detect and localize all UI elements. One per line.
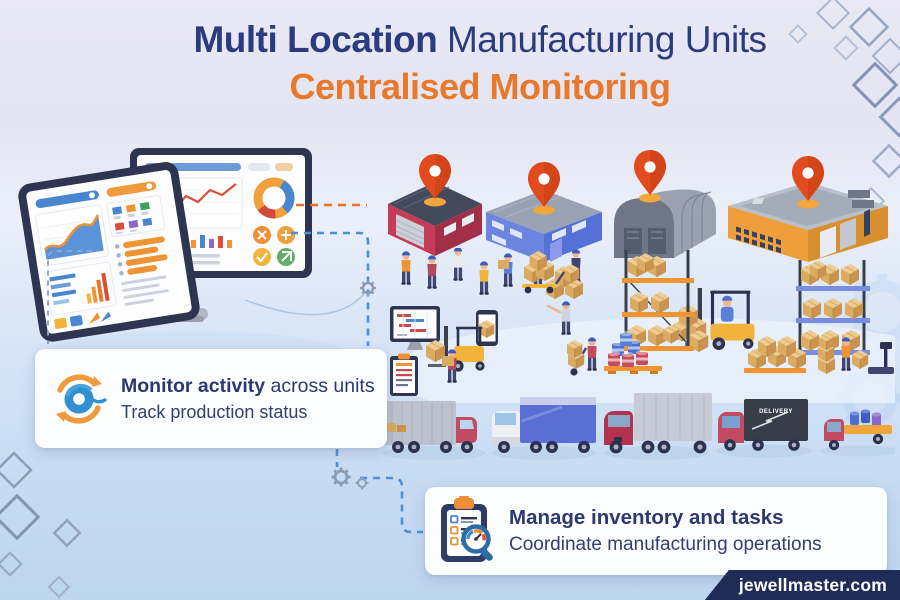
worker xyxy=(427,255,437,289)
forklift-with-driver xyxy=(671,288,755,353)
warehouse-blue xyxy=(486,162,602,262)
worker xyxy=(479,261,489,295)
truck-label: DELIVERY xyxy=(759,409,793,415)
callout-manage-card: Manage inventory and tasks Coordinate ma… xyxy=(425,487,887,575)
smartphone-illustration xyxy=(476,310,498,346)
heading-emphasis: Monitor activity xyxy=(121,374,266,397)
truck-container-blue xyxy=(492,397,596,460)
carried-box xyxy=(442,356,454,366)
title-rest: Manufacturing Units xyxy=(437,19,767,60)
trucks-row: DELIVERY xyxy=(380,393,895,460)
worker xyxy=(503,253,513,287)
tablet-dashboard xyxy=(18,162,200,342)
callout-monitor-heading: Monitor activity across units xyxy=(121,373,375,399)
window-grid xyxy=(736,226,781,254)
boxes-on-pallet xyxy=(744,335,807,373)
orange-list xyxy=(115,236,168,276)
page-title: Multi Location Manufacturing Units xyxy=(60,19,900,61)
worker xyxy=(401,251,411,285)
location-pin xyxy=(634,150,666,195)
blue-dashed-connector-bottom2 xyxy=(360,476,423,534)
sync-monitor-icon xyxy=(56,373,107,424)
worker-handtruck xyxy=(566,337,597,376)
callout-monitor-card: Monitor activity across units Track prod… xyxy=(35,349,387,448)
gantt-monitor xyxy=(390,306,440,350)
icon-grid xyxy=(112,202,153,235)
barrel-cluster xyxy=(604,330,662,374)
carried-box xyxy=(498,260,509,269)
page-subtitle: Centralised Monitoring xyxy=(289,65,671,107)
pointing-arm xyxy=(546,304,562,314)
header: Multi Location Manufacturing Units Centr… xyxy=(60,19,900,108)
clipboard-magnifier-icon xyxy=(441,496,493,562)
kpi-icons xyxy=(253,226,295,266)
truck-flatbed-orange xyxy=(820,409,895,457)
worker-supervisor xyxy=(453,248,463,281)
pallet-jack xyxy=(522,250,565,294)
pallet-rack-orange xyxy=(622,250,694,351)
donut-chart xyxy=(253,177,295,219)
callout-manage-heading: Manage inventory and tasks xyxy=(509,505,784,529)
cog-icon xyxy=(355,476,369,490)
factories-row xyxy=(388,150,888,262)
flatbed-barrels xyxy=(850,409,881,426)
heading-rest: across units xyxy=(265,374,375,397)
cog-icon xyxy=(331,467,351,487)
website-url: jewellmaster.com xyxy=(738,574,887,595)
truck-container-light xyxy=(604,393,712,460)
decor-diamonds-bottom-left xyxy=(0,451,82,599)
hangar-gray xyxy=(614,150,716,258)
magnifier-gauge xyxy=(461,524,493,561)
callout-manage-subheading: Coordinate manufacturing operations xyxy=(509,534,822,556)
factory-red xyxy=(388,154,482,256)
title-emphasis: Multi Location xyxy=(193,19,438,60)
warehouse-scene xyxy=(384,248,895,403)
callout-monitor-subheading: Track production status xyxy=(121,401,308,422)
weighing-scale xyxy=(851,342,894,374)
clipboard-illustration xyxy=(384,353,418,397)
truck-container-gray xyxy=(380,399,486,460)
factory-orange xyxy=(728,156,888,262)
website-banner: jewellmaster.com xyxy=(704,570,900,600)
text-rows xyxy=(121,275,169,306)
truck-delivery-black: DELIVERY xyxy=(716,399,812,458)
